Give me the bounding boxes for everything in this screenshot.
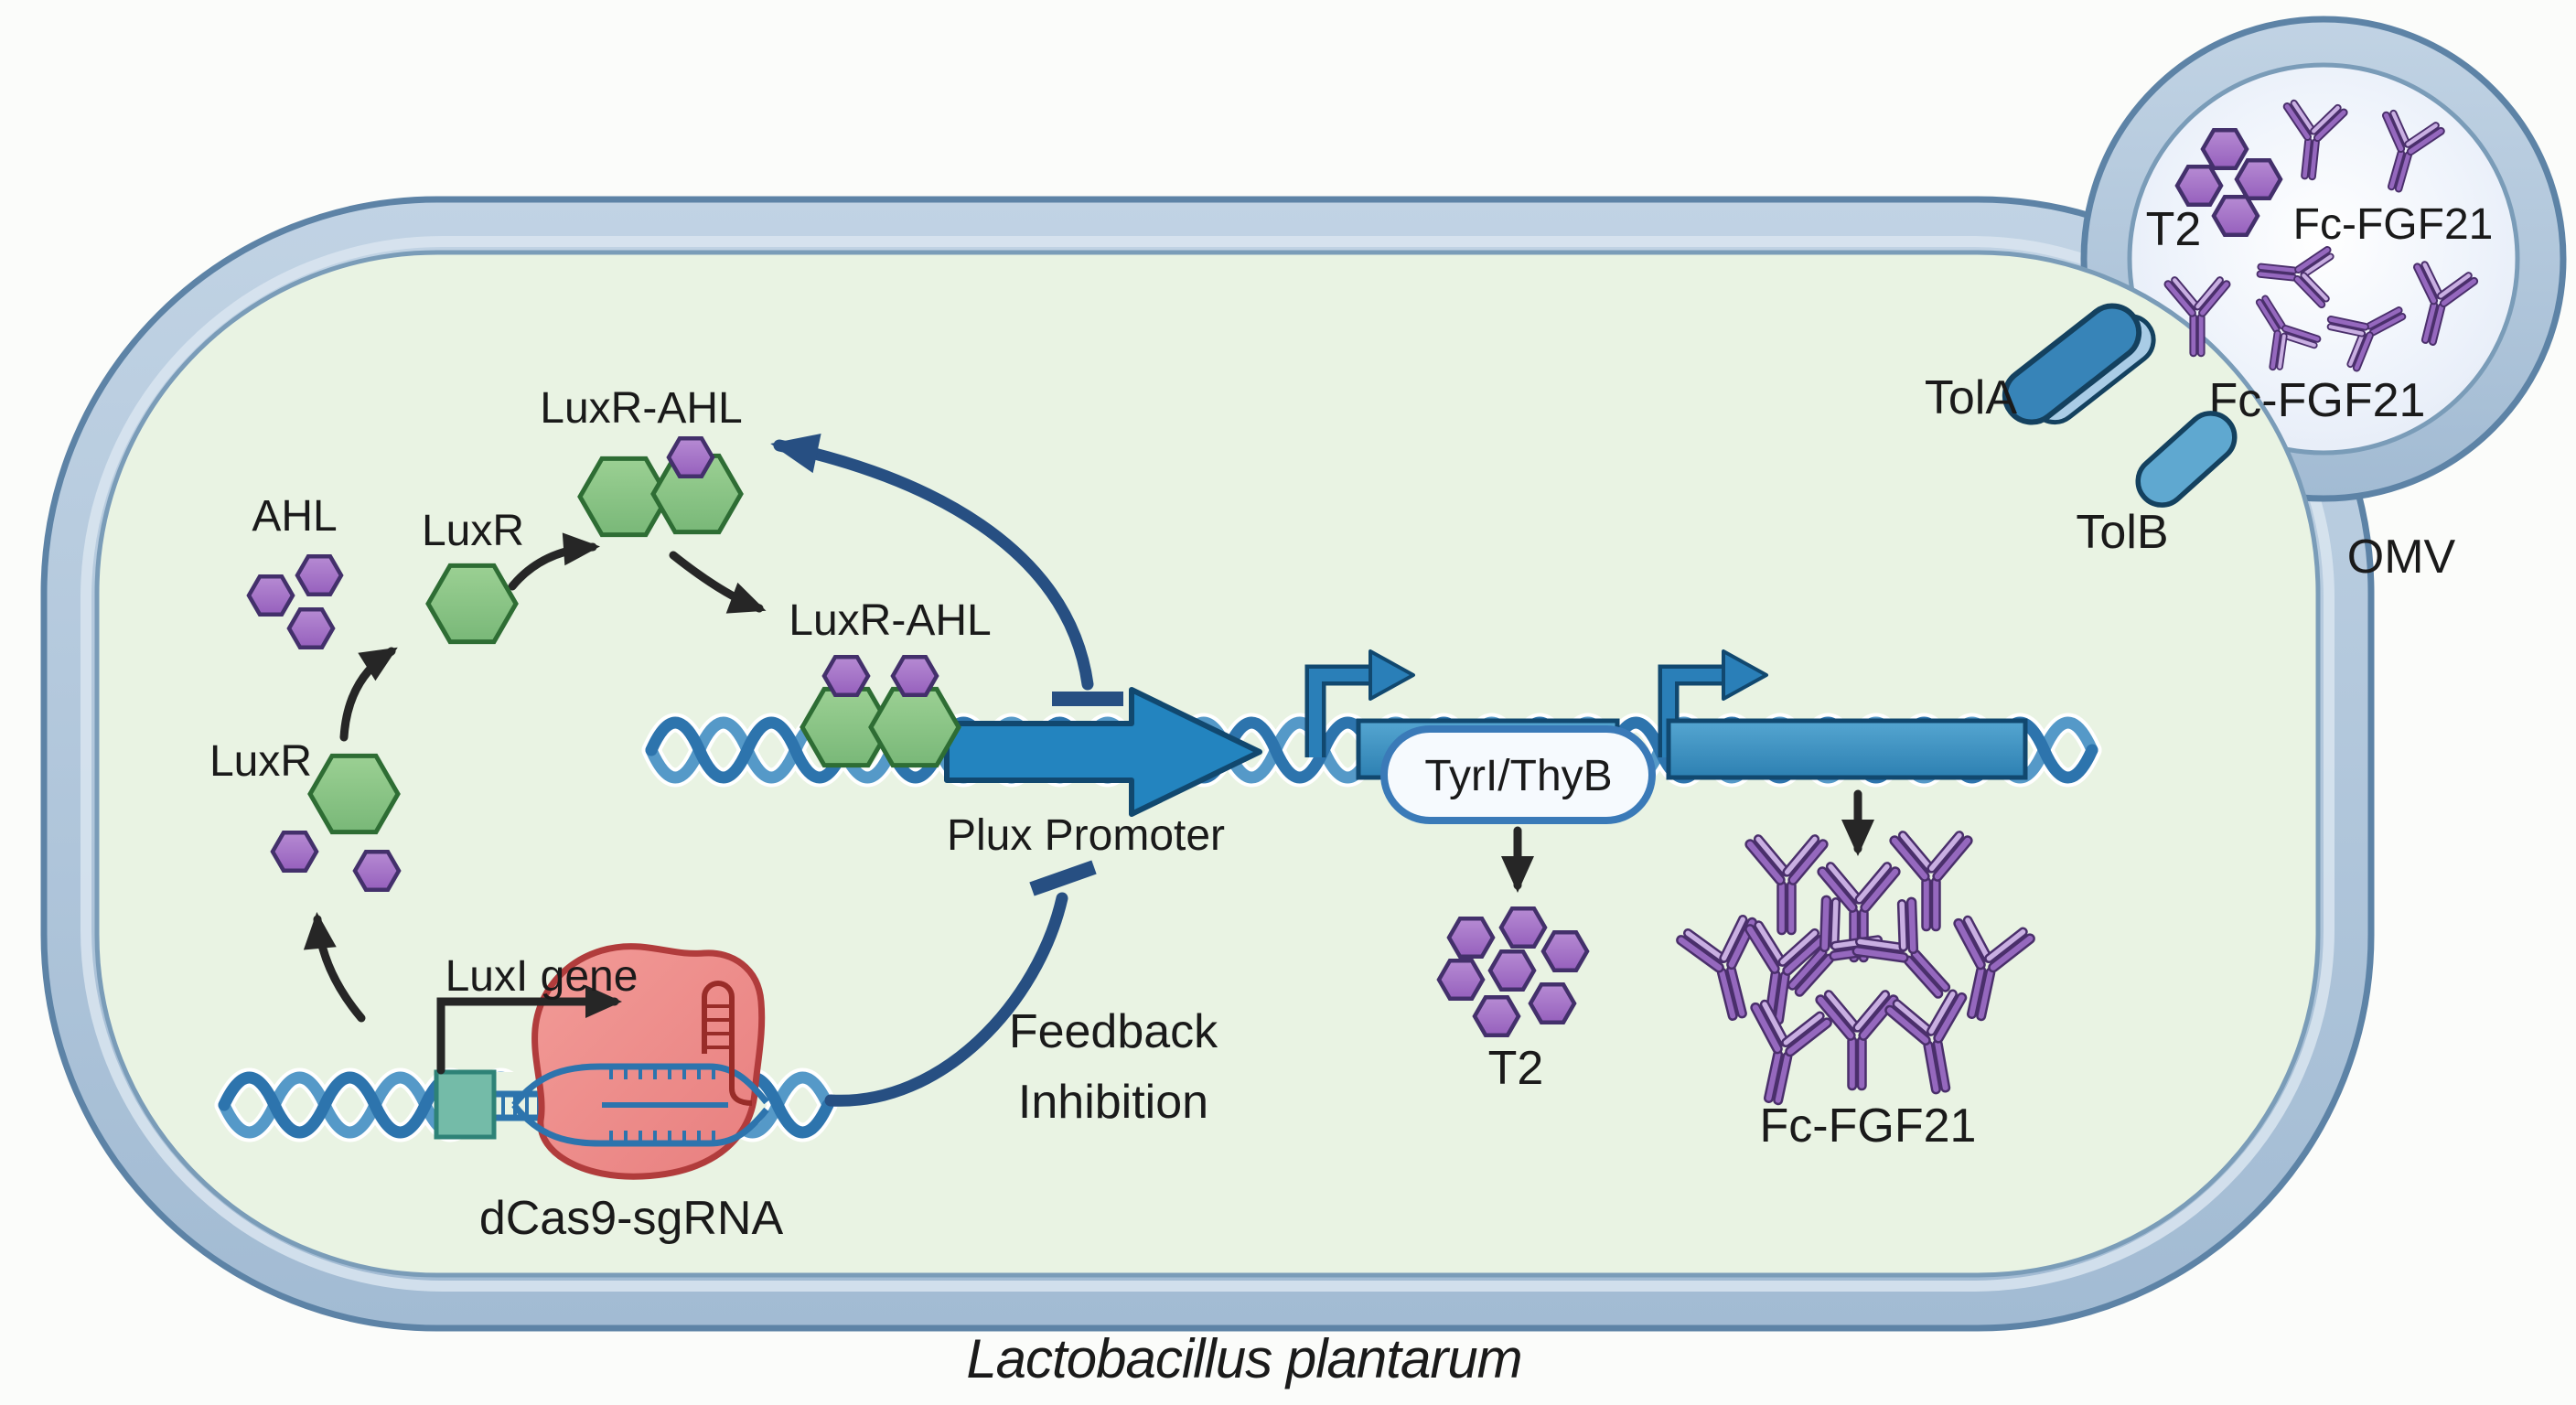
omv-label: OMV (2347, 531, 2456, 584)
t2-hexagon-icon (2177, 166, 2221, 205)
gene2-box (1666, 718, 2028, 780)
feedback-inhibition-tbar (1029, 860, 1097, 896)
organism-caption: Lactobacillus plantarum (966, 1328, 1521, 1389)
gene2-promoter-head (1722, 649, 1768, 701)
t2-hexagon-icon (1475, 997, 1519, 1035)
ahl-hexagon-icon (824, 657, 868, 695)
t2-hexagon-icon (1543, 932, 1587, 971)
t2-hexagon-icon (1501, 908, 1545, 947)
tolb-protein-icon (2135, 411, 2238, 508)
fusion-tag-label: TyrI/ThyB (1424, 752, 1612, 800)
regulation-arcs: Feedback Inhibition (770, 434, 1218, 1129)
luxi-cassette: LuxI gene dCas9-sgRNA (214, 943, 838, 1245)
luxi-promoter-arrow (436, 985, 622, 1075)
t2-hexagon-icon (1530, 984, 1574, 1023)
quorum-sensing: AHL LuxR LuxR LuxR-AHL LuxR-AHL (209, 384, 992, 1023)
cargo-genes: TyrI/ThyB (1304, 649, 2028, 893)
sgrna-hairpin-icon (702, 981, 753, 1106)
omv-fcfgf21-top-label: Fc-FGF21 (2293, 200, 2494, 249)
ahl-hexagon-icon (273, 832, 317, 871)
tola-label: TolA (1925, 371, 2017, 424)
plux-promoter-arrow (944, 687, 1262, 817)
fcfgf21-product-label: Fc-FGF21 (1760, 1099, 1977, 1153)
luxr-hexagon-icon (871, 689, 959, 765)
t2-product-cluster: T2 (1439, 908, 1587, 1095)
t2-hexagon-icon (2237, 160, 2281, 198)
ahl-hexagon-icon (669, 438, 713, 477)
dimerization-arrow (508, 532, 600, 591)
fusion-tag-pill (1380, 725, 1656, 824)
gene1-promoter-arrow-inner (1309, 669, 1370, 757)
dna-binding-arrow (669, 551, 767, 614)
omv-assembly: T2 Fc-FGF21 Fc-FGF21 TolA TolB OMV (1925, 96, 2494, 584)
dcas9-label: dCas9-sgRNA (479, 1192, 784, 1245)
ahl-hexagon-icon (355, 852, 399, 890)
cell-membrane-highlight (80, 236, 2334, 1292)
t2-hexagon-icon (1490, 951, 1534, 990)
omv-t2-label: T2 (2146, 203, 2202, 256)
plux-promoter-label: Plux Promoter (947, 811, 1225, 860)
ahl-hexagon-icon (249, 576, 293, 615)
feedback-inhibition-arc (824, 892, 1068, 1107)
luxr-ahl-free-label: LuxR-AHL (540, 384, 742, 433)
t2-hexagon-icon (2203, 130, 2247, 168)
luxr-top-label: LuxR (422, 507, 524, 555)
tolb-label: TolB (2076, 506, 2168, 559)
luxr-bottom-label: LuxR (209, 737, 312, 786)
luxr-ahl-bound-label: LuxR-AHL (789, 596, 991, 645)
t2-hexagon-icon (2214, 197, 2258, 235)
t2-hexagon-icon (1439, 960, 1483, 999)
dna-bubble (511, 1063, 769, 1147)
luxr-hexagon-icon (428, 565, 516, 641)
ahl-hexagon-icon (297, 556, 341, 595)
t2-hexagon-icon (1449, 918, 1493, 957)
luxi-gene-label: LuxI gene (445, 952, 639, 1001)
omv-fcfgf21-inner-label: Fc-FGF21 (2209, 374, 2426, 427)
feedback-label-line2: Inhibition (1018, 1076, 1208, 1129)
ahl-synthesis-arrow (303, 912, 366, 1023)
gene1-promoter-head (1368, 649, 1415, 701)
feedback-label-line1: Feedback (1009, 1005, 1218, 1058)
fcfgf21-product-cluster: Fc-FGF21 (1671, 828, 2040, 1153)
luxr-hexagon-icon (310, 756, 398, 831)
ahl-hexagon-icon (289, 609, 333, 648)
ahl-label: AHL (252, 492, 337, 541)
ahl-hexagon-icon (893, 657, 937, 695)
tola-protein-icon (2002, 303, 2156, 425)
luxr-binding-arrow (339, 647, 398, 742)
activation-arc (770, 434, 1094, 691)
t2-product-label: T2 (1488, 1042, 1544, 1095)
luxi-gene-box (434, 1069, 497, 1140)
